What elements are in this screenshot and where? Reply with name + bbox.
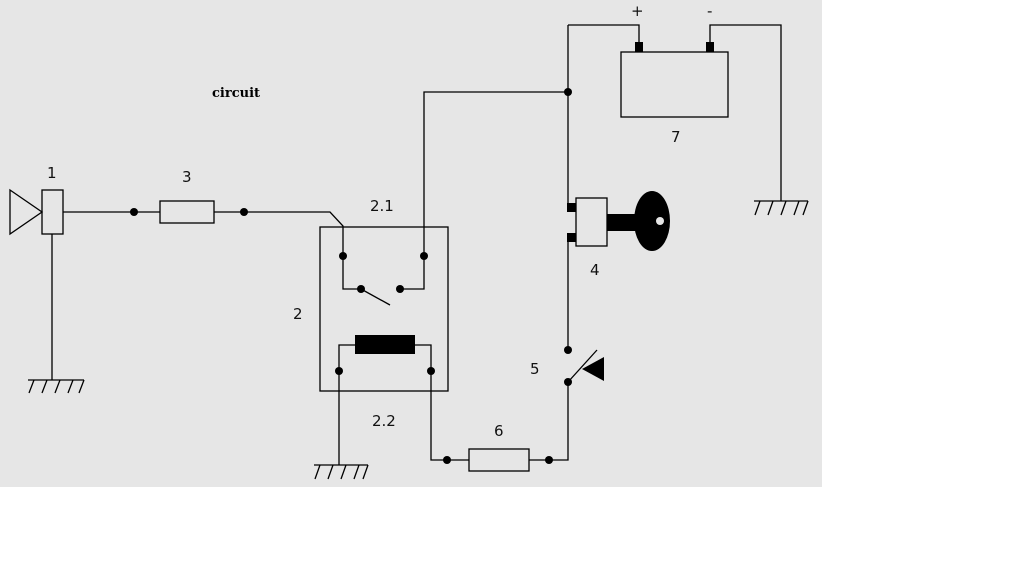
battery-icon — [620, 42, 729, 118]
label-ignition-switch: 4 — [590, 261, 600, 279]
diagram-title: circuit — [212, 86, 260, 101]
label-battery-plus: + — [631, 2, 644, 20]
label-relay-switch: 2.1 — [370, 197, 394, 215]
wire-battery-plus — [568, 24, 640, 42]
wire-battery-minus — [709, 24, 782, 201]
wire-battery-relay-contact — [423, 91, 568, 256]
junction-dot — [545, 456, 553, 464]
ground-icon — [28, 379, 85, 394]
push-button-icon — [564, 346, 604, 386]
label-horn: 1 — [47, 164, 57, 182]
ground-icon — [754, 200, 809, 216]
label-battery: 7 — [671, 128, 681, 146]
relay-box — [319, 226, 449, 392]
wire-fuse-button — [529, 382, 569, 461]
label-fuse-main: 3 — [182, 168, 192, 186]
relay-contact-icon — [339, 252, 428, 306]
label-battery-minus: - — [707, 2, 712, 20]
wire-to-relay-contact — [244, 211, 344, 256]
ground-icon — [314, 464, 369, 480]
diagram-background — [0, 0, 822, 487]
ignition-key-icon — [567, 191, 670, 251]
label-relay: 2 — [293, 305, 303, 323]
wire-coil-fuse — [430, 371, 469, 461]
label-relay-coil: 2.2 — [372, 412, 396, 430]
junction-dot — [130, 208, 138, 216]
label-horn-button: 5 — [530, 360, 540, 378]
label-fuse-control: 6 — [494, 422, 504, 440]
junction-dot — [443, 456, 451, 464]
